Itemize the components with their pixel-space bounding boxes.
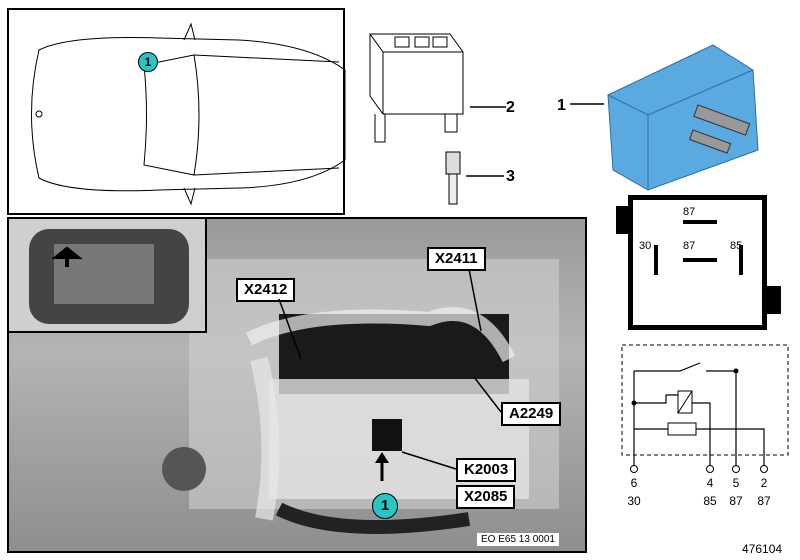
pin-label-center: 87 <box>683 240 696 252</box>
relay-schematic: 6 30 4 85 5 87 2 87 <box>618 343 794 511</box>
callout-terminal-line <box>466 175 504 177</box>
schematic-term-30: 30 <box>627 494 641 508</box>
schematic-pin-6: 6 <box>630 476 638 490</box>
relay-symbol-tab-right <box>767 286 781 314</box>
engine-overview-inset <box>9 219 207 333</box>
callout-socket: 2 <box>506 99 515 116</box>
schematic-pin-4: 4 <box>706 476 714 490</box>
eo-code: EO E65 13 0001 <box>477 533 559 546</box>
schematic-term-87a: 87 <box>729 494 743 508</box>
schematic-lines <box>621 344 789 473</box>
terminal-drawing <box>445 151 461 205</box>
document-number: 476104 <box>742 542 783 556</box>
callout-terminal: 3 <box>506 168 515 185</box>
relay-location-badge: 1 <box>138 52 158 72</box>
relay-label-k2003: K2003 <box>456 458 517 482</box>
relay-pin-shapes <box>654 220 743 275</box>
schematic-pin-5: 5 <box>732 476 740 490</box>
engine-bay-photo: X2412 X2411 A2249 K2003 X2085 1 EO E65 1… <box>7 217 587 553</box>
schematic-pin-2: 2 <box>760 476 768 490</box>
pin-label-top: 87 <box>683 206 696 218</box>
pin-label-left: 30 <box>639 240 652 252</box>
relay-pin-diagram: 87 30 87 85 <box>628 195 767 330</box>
relay-symbol-tab-left <box>616 206 630 234</box>
relay-drawing <box>607 44 759 191</box>
car-location-panel: 1 <box>7 8 346 215</box>
relay-socket-drawing <box>369 33 464 143</box>
callout-relay: 1 <box>557 97 566 114</box>
connector-label-x2085: X2085 <box>456 485 516 509</box>
schematic-term-85: 85 <box>703 494 717 508</box>
callout-socket-line <box>470 106 506 108</box>
connector-label-x2411: X2411 <box>427 247 486 271</box>
module-label-a2249: A2249 <box>501 402 562 426</box>
schematic-term-87b: 87 <box>757 494 771 508</box>
connector-label-x2412: X2412 <box>236 278 296 302</box>
engine-overview-image <box>29 229 189 324</box>
relay-photo-badge: 1 <box>372 493 398 519</box>
callout-relay-line <box>570 103 604 105</box>
car-outline <box>31 22 346 206</box>
